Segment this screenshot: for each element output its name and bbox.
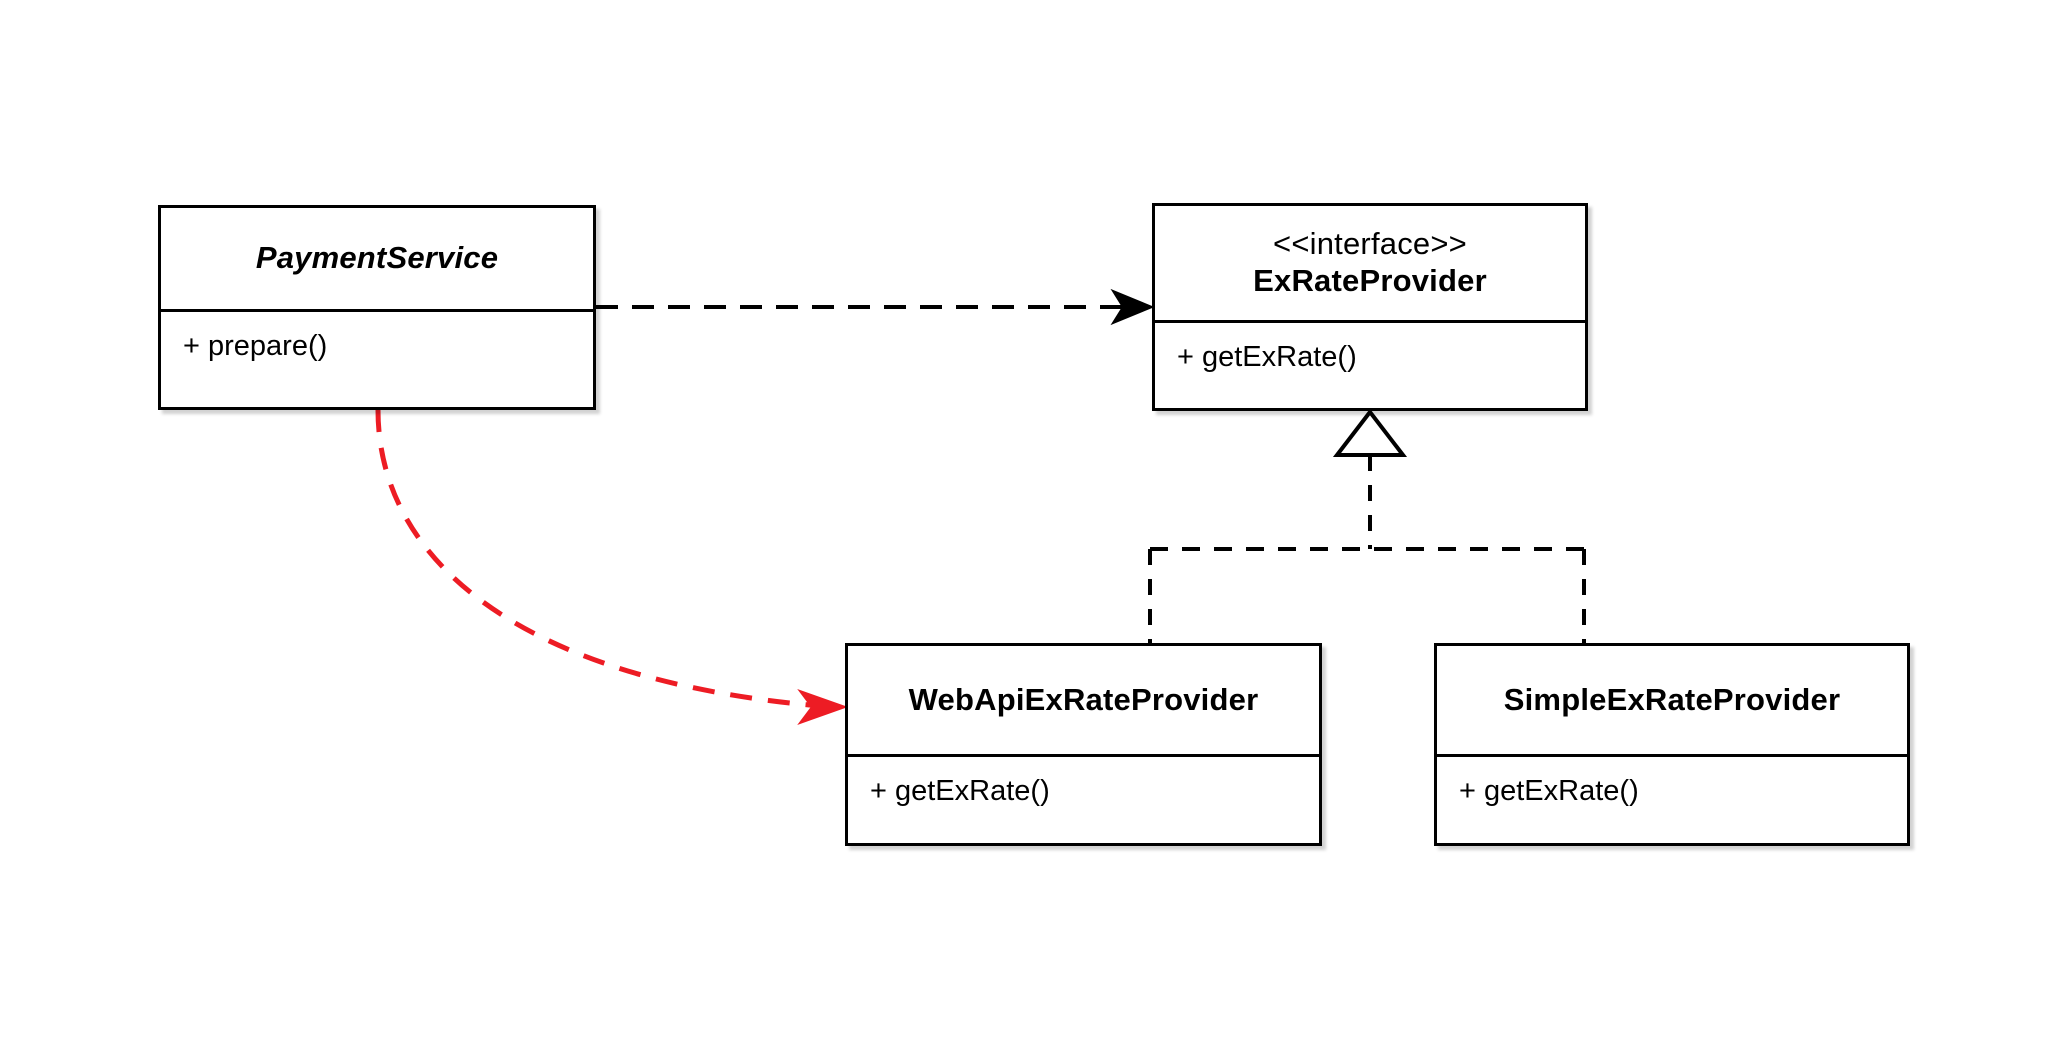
- class-name-simple-exrate-provider: SimpleExRateProvider: [1503, 681, 1841, 717]
- class-members-simple-exrate-provider: + getExRate(): [1437, 757, 1907, 846]
- class-header-webapi-exrate-provider: WebApiExRateProvider: [848, 646, 1319, 757]
- class-name-webapi-exrate-provider: WebApiExRateProvider: [908, 681, 1259, 717]
- stereotype-interface: <<interface>>: [1273, 226, 1467, 262]
- member-row: + getExRate(): [1177, 341, 1357, 373]
- class-members-exrate-provider: + getExRate(): [1155, 323, 1585, 408]
- class-box-simple-exrate-provider[interactable]: SimpleExRateProvider + getExRate(): [1434, 643, 1910, 846]
- class-members-payment-service: + prepare(): [161, 312, 593, 407]
- edge-dependency-payment-to-interface: [596, 288, 1155, 326]
- class-box-webapi-exrate-provider[interactable]: WebApiExRateProvider + getExRate(): [845, 643, 1322, 846]
- highlight-arrowhead: [797, 688, 848, 726]
- class-name-exrate-provider: ExRateProvider: [1253, 263, 1487, 298]
- edge-highlight-payment-to-webapi: [375, 409, 848, 726]
- highlight-curve: [375, 409, 821, 709]
- class-box-payment-service[interactable]: PaymentService + prepare(): [158, 205, 596, 410]
- dependency-arrowhead-open: [1110, 288, 1155, 326]
- class-header-payment-service: PaymentService: [161, 208, 593, 312]
- member-row: + getExRate(): [1459, 775, 1639, 807]
- class-box-exrate-provider[interactable]: <<interface>> ExRateProvider + getExRate…: [1152, 203, 1588, 411]
- edge-realization-tree: [1148, 408, 1586, 643]
- class-header-exrate-provider: <<interface>> ExRateProvider: [1155, 206, 1585, 323]
- class-members-webapi-exrate-provider: + getExRate(): [848, 757, 1319, 846]
- class-name-payment-service: PaymentService: [255, 240, 499, 276]
- member-row: + getExRate(): [870, 775, 1050, 807]
- class-header-simple-exrate-provider: SimpleExRateProvider: [1437, 646, 1907, 757]
- realization-hollow-triangle: [1332, 408, 1408, 457]
- member-row: + prepare(): [183, 330, 328, 362]
